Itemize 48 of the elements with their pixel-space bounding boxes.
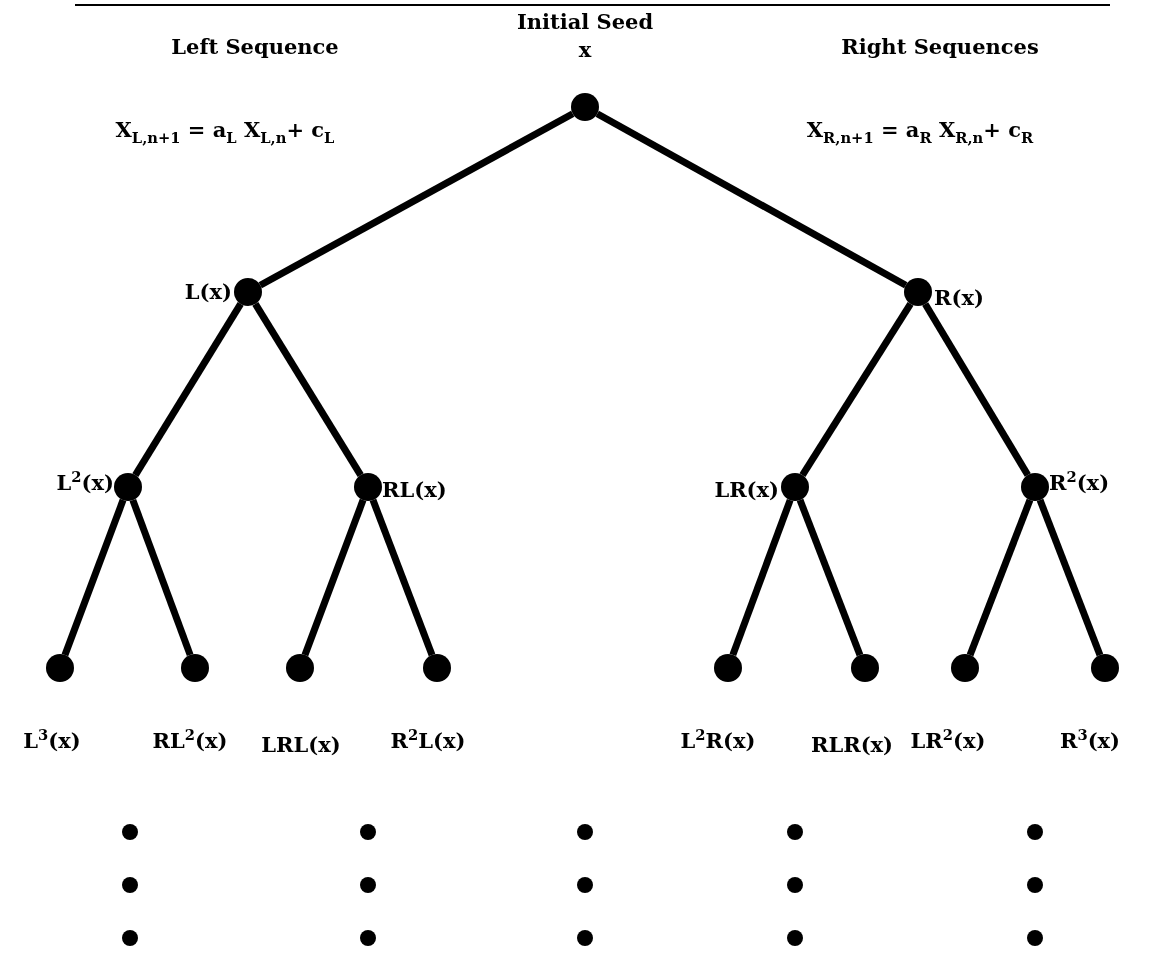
node-dot [1021, 473, 1049, 501]
branch-line [132, 302, 244, 477]
node-label: L$^{3}$(x) [23, 727, 81, 753]
branch-line [252, 302, 364, 477]
node-label: R$^{2}$(x) [1049, 469, 1110, 495]
node-dot [181, 654, 209, 682]
node-dot [851, 654, 879, 682]
branch-line [729, 498, 794, 657]
node-dot [354, 473, 382, 501]
node-dot [571, 93, 599, 121]
branch-line [922, 302, 1031, 477]
recurrence-formula: X$_{R,n+1}$ = a$_{R}$ X$_{R,n}$+ c$_{R}$ [806, 118, 1034, 146]
node-dot [781, 473, 809, 501]
sequence-heading: Left Sequence [171, 35, 339, 59]
branch-line [966, 498, 1034, 657]
node-dot [904, 278, 932, 306]
node-label: L$^{2}$(x) [56, 469, 114, 495]
branch-line [369, 498, 436, 657]
node-dot [286, 654, 314, 682]
branch-line [61, 498, 127, 657]
node-label: LRL(x) [261, 733, 341, 757]
sequence-heading: Right Sequences [841, 35, 1039, 59]
node-dot [234, 278, 262, 306]
node-label: R$^{2}$L(x) [390, 727, 466, 753]
node-label: x [578, 38, 592, 62]
node-label: LR$^{2}$(x) [910, 727, 986, 753]
node-dot [714, 654, 742, 682]
branch-line [129, 498, 194, 657]
branch-line [799, 301, 914, 478]
node-label: R$^{3}$(x) [1059, 727, 1121, 753]
node-label: RL$^{2}$(x) [152, 727, 228, 753]
node-dot [114, 473, 142, 501]
node-label: L$^{2}$R(x) [680, 727, 756, 753]
recurrence-formula: X$_{L,n+1}$ = a$_{L}$ X$_{L,n}$+ c$_{L}$ [115, 118, 335, 146]
node-label: R(x) [934, 286, 984, 310]
branch-line [301, 498, 367, 657]
node-label: Initial Seed [516, 10, 654, 34]
branch-line [258, 110, 575, 289]
node-label: RL(x) [382, 478, 447, 502]
node-dot [951, 654, 979, 682]
node-dot [423, 654, 451, 682]
node-label: RLR(x) [810, 733, 894, 757]
branch-line [595, 110, 908, 289]
branch-line [796, 498, 864, 657]
node-label: L(x) [184, 280, 232, 304]
node-dot [1091, 654, 1119, 682]
node-label: LR(x) [714, 478, 779, 502]
node-dot [46, 654, 74, 682]
